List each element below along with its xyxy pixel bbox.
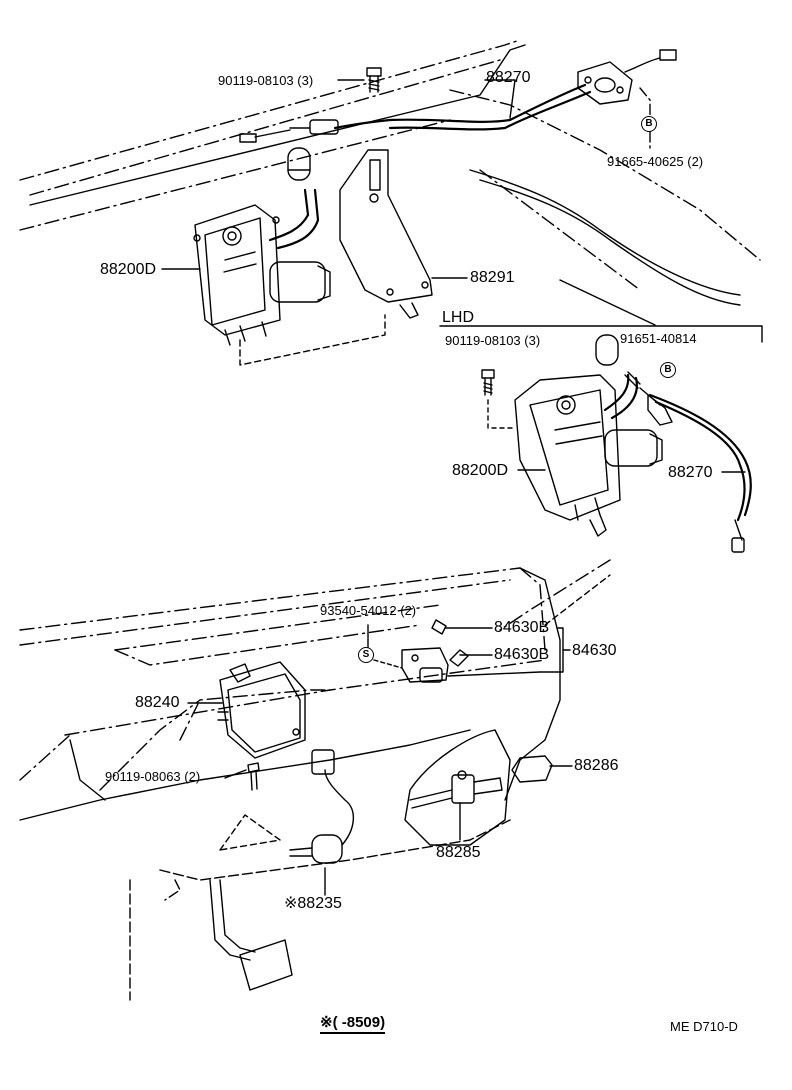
upper-panel-edge [29,44,526,206]
upper-panel-curve [469,169,741,296]
actuator-lhd-cap [595,334,619,366]
callout-s-switch: S [358,647,374,663]
lower-panel-edge-2 [19,729,471,821]
pedal-arm [209,879,251,961]
cable-upper-icon [333,83,592,131]
actuator-lhd-icon [514,374,663,537]
callout-b-lhd: B [660,362,676,378]
callout-b-upper: B [641,116,657,132]
label-computer: 88240 [135,694,180,711]
leader-grommet [639,87,651,151]
screw-switch-dash [373,659,403,669]
cap-88286-icon [511,755,553,783]
lower-panel-outline [19,559,611,791]
label-stop-switch: ※88235 [284,895,342,912]
label-section-lhd: LHD [442,309,475,326]
switch-leader-upper [544,574,611,626]
upper-panel-curve-2 [479,179,741,306]
bolt-computer-icon [247,762,260,791]
lower-panel-edge-3 [69,739,106,801]
bracket-upper-icon [339,149,433,319]
lower-panel-edge [504,567,561,801]
actuator-upper-hose [268,188,320,250]
bolt-lhd-icon [481,369,495,396]
upper-panel-outline [19,39,761,291]
footer-note: ※( -8509) [320,1015,386,1034]
switch-bracket [447,627,564,677]
label-bolt-upper: 90119-08103 (3) [218,73,314,88]
leader-bolt-computer [224,769,247,779]
lower-panel-edge-5 [129,879,181,1001]
label-bolt-lhd: 90119-08103 (3) [445,333,541,348]
label-cable-upper: 88270 [486,69,531,86]
cable-lhd-end [647,394,745,553]
label-actuator-upper: 88200D [100,261,157,278]
bolt-upper-icon [366,67,382,93]
label-clutch-switch: 88285 [436,844,481,861]
cable-lhd-icon [648,393,752,522]
cable-upper-end [239,119,339,143]
leader-cable-upper [484,79,516,119]
label-screw-switch: 93540-54012 (2) [320,603,417,618]
label-cap: 88286 [574,757,619,774]
label-bracket-upper: 88291 [470,269,515,286]
label-switch-b1: 84630B [494,619,550,636]
bolt-lhd-dash [487,399,516,429]
stop-switch-icon [289,749,354,864]
computer-icon [217,661,306,759]
lower-panel-edge-4 [159,819,511,881]
pedal-arm-2 [219,879,256,953]
actuator-upper-dash [239,314,386,366]
grommet-plate-icon [577,49,677,105]
upper-panel-edge-2 [559,279,656,326]
clutch-switch-icon [409,770,503,809]
label-bolt-computer: 90119-08063 (2) [105,769,201,784]
label-grommet-upper: 91665-40625 (2) [607,154,704,169]
label-actuator-lhd: 88200D [452,462,509,479]
gauge-cutout [404,729,511,846]
label-screw-lhd: 91651-40814 [620,331,697,346]
pedal-pad [239,939,293,991]
actuator-upper-icon [193,204,331,346]
actuator-upper-cap [287,147,311,181]
label-cable-lhd: 88270 [668,464,713,481]
label-switch-b2: 84630B [494,646,550,663]
actuator-lhd-hose [603,373,638,420]
label-switch-main: 84630 [572,642,617,659]
triangle-cutout [219,814,281,851]
lhd-bracket-line [439,325,763,343]
footer-code: ME D710-D [670,1019,738,1034]
